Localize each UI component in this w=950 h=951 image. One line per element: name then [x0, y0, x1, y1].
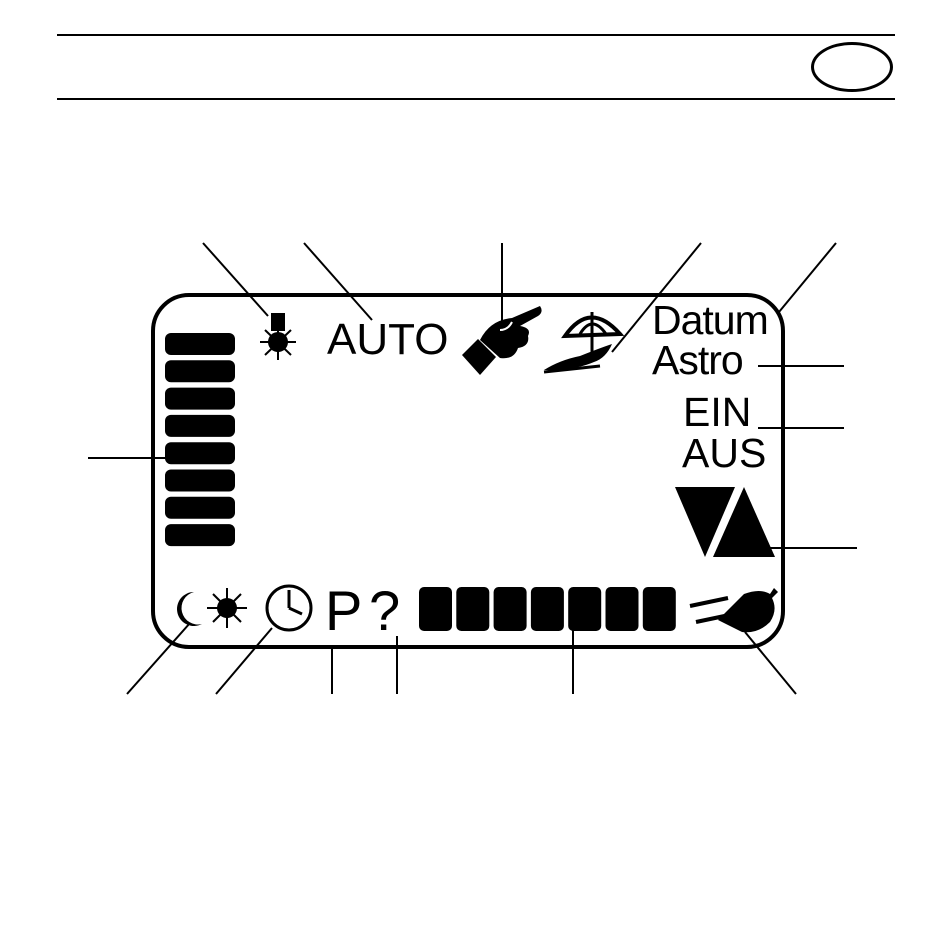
moon-icon [177, 592, 202, 626]
clock-icon [267, 586, 311, 630]
level-bar-segment [531, 587, 564, 631]
leader-line [745, 632, 796, 694]
level-bar-segment [643, 587, 676, 631]
level-bar-segment [165, 524, 235, 546]
leader-line [779, 243, 836, 312]
mains-plug-icon [690, 588, 778, 632]
temperature-sensor-icon [260, 313, 296, 360]
level-bar-segment [606, 587, 639, 631]
level-bar-segment [568, 587, 601, 631]
sun-icon [207, 588, 247, 628]
level-bar-segment [165, 415, 235, 437]
level-bar-segment [165, 333, 235, 355]
level-bar-segment [165, 497, 235, 519]
mode-auto-label: AUTO [327, 318, 448, 362]
level-bar-vertical [165, 333, 235, 546]
off-label: AUS [682, 433, 766, 474]
level-bar-segment [494, 587, 527, 631]
level-bar-segment [165, 442, 235, 464]
leader-line [216, 628, 272, 694]
level-bar-segment [165, 388, 235, 410]
level-bar-horizontal [419, 587, 676, 631]
astro-label: Astro [652, 340, 743, 381]
up-down-arrows-icon [675, 487, 775, 557]
query-label: ? [369, 583, 400, 639]
holiday-umbrella-icon [544, 312, 620, 372]
program-label: P [325, 583, 362, 639]
level-bar-segment [419, 587, 452, 631]
date-label: Datum [652, 300, 768, 341]
level-bar-segment [165, 360, 235, 382]
on-label: EIN [683, 392, 751, 433]
leader-line [203, 243, 268, 316]
level-bar-segment [165, 470, 235, 492]
leader-line [304, 243, 372, 320]
level-bar-segment [456, 587, 489, 631]
